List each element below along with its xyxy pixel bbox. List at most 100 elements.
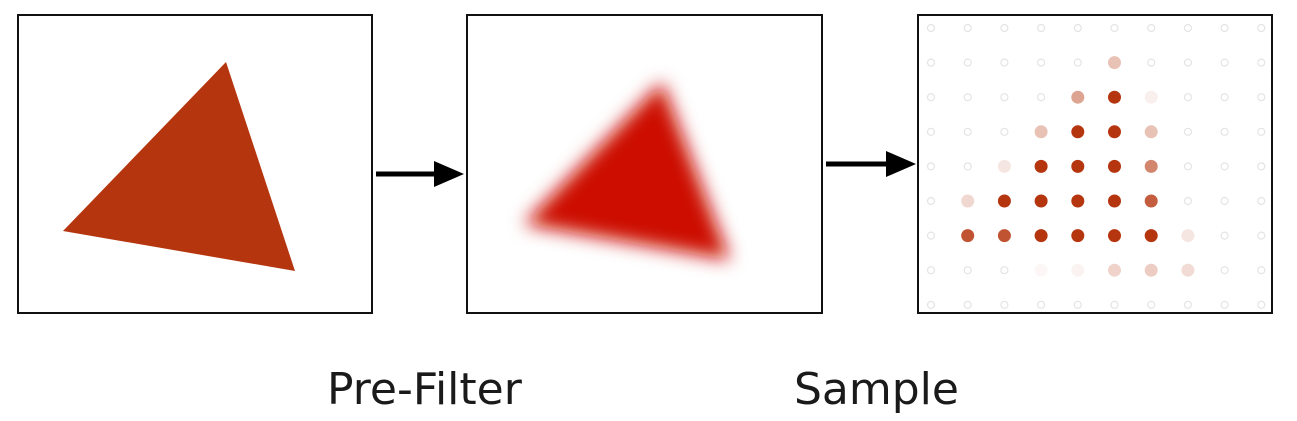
sample-dot [1257,127,1266,136]
original-triangle-canvas [63,62,295,271]
sample-dot [1220,196,1229,206]
sample-dot [1144,125,1158,139]
sample-dot [1071,159,1085,173]
sample-dot [1257,300,1266,309]
sample-dot [1110,300,1119,309]
sample-dot [1220,231,1229,240]
sample-dot [1036,23,1046,33]
sample-dot [1144,194,1158,208]
prefilter-caption: Pre-Filter [327,364,522,415]
sample-dot [1144,263,1158,277]
sample-dot [997,194,1011,208]
sample-dot [961,194,975,208]
sample-dot [926,127,936,136]
sample-dot [1220,162,1229,171]
sample-dot [1036,300,1046,309]
sample-dot [1220,300,1229,309]
sample-dot [1108,125,1121,139]
sample-dot [963,93,972,102]
sample-dot [963,162,972,171]
sample-dot [1108,263,1121,277]
sample-dot [1071,125,1085,139]
sample-dot [1220,93,1229,102]
sample-dot [1183,127,1192,136]
sampled-grid-panel [917,14,1273,314]
sample-dot [926,266,936,275]
sample-dot [1071,263,1085,277]
sample-caption: Sample [794,364,959,415]
prefiltered-triangle-panel [466,14,823,314]
sample-dot [1000,23,1009,33]
sample-dot [1257,266,1266,275]
sample-dot [1147,300,1156,309]
sample-dot [1108,194,1121,208]
sample-dot [1144,229,1158,243]
sample-dot [1220,58,1229,67]
sample-dot [1183,93,1192,102]
sample-dot [1257,93,1266,102]
sample-dot [1110,23,1119,33]
sample-dot [1220,23,1229,33]
sample-dot [1257,162,1266,171]
sample-dot [1147,23,1156,33]
sample-dot [1071,90,1085,104]
sample-dot [926,23,936,33]
original-triangle [63,62,295,271]
sample-dot [963,58,972,67]
sample-dot [1108,56,1121,70]
sample-dot [1147,58,1156,67]
sample-dot [1036,58,1046,67]
sample-dot [1257,23,1266,33]
sample-dot [963,300,972,309]
blurred-triangle [524,82,730,260]
sample-dot [1181,263,1195,277]
sample-dot [926,58,936,67]
sample-dot [963,127,972,136]
sample-dot [1034,229,1048,243]
sample-dot [1036,93,1046,102]
sample-dot [1034,194,1048,208]
sample-dot [1108,159,1121,173]
sample-dot [1034,125,1048,139]
sample-dot [1144,159,1158,173]
sample-dot [926,162,936,171]
arrow-right-icon [376,161,464,187]
sample-dot [1220,266,1229,275]
sample-dot [1071,194,1085,208]
sample-dot [1257,231,1266,240]
prefiltered-triangle-canvas [524,82,730,260]
sample-dot [963,266,972,275]
sample-dot [1073,58,1082,67]
sample-dot [1108,229,1121,243]
sample-dot [997,159,1011,173]
sample-dot [1073,23,1082,33]
sample-dot [997,229,1011,243]
sample-dot [1220,127,1229,136]
sample-dot-grid [926,23,1266,309]
sample-dot [1183,23,1192,33]
sample-dot [1183,162,1192,171]
sample-dot [961,229,975,243]
sample-dot [1000,58,1009,67]
sample-dot [926,196,936,206]
sample-dot [1073,300,1082,309]
sample-dot [1257,58,1266,67]
sample-dot [1183,196,1192,206]
sample-dot [1144,90,1158,104]
sample-dot [1034,263,1048,277]
sample-dot [926,93,936,102]
sample-dot [1000,93,1009,102]
sample-dot [963,23,972,33]
sample-dot [1108,90,1121,104]
sample-dot [1000,266,1009,275]
sample-dot [1257,196,1266,206]
arrow-right-icon [826,151,916,177]
sample-dot [1034,159,1048,173]
sample-dot [926,300,936,309]
sample-dot [1181,229,1195,243]
original-triangle-panel [17,14,373,314]
sample-dot [1071,229,1085,243]
sample-dot [1000,300,1009,309]
sample-dot [1183,58,1192,67]
sample-dot [926,231,936,240]
